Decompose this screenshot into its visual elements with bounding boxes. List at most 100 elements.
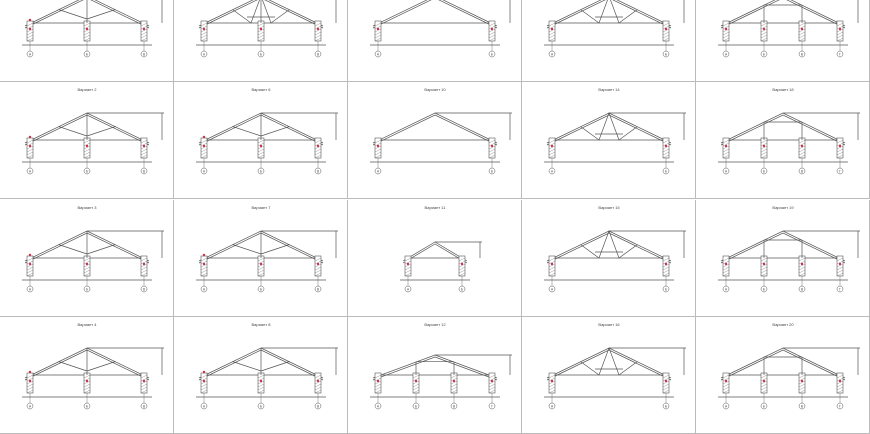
- post-support: [83, 372, 91, 394]
- hatch: [548, 154, 556, 159]
- hatch: [798, 389, 806, 394]
- joint-marker: [724, 262, 728, 266]
- joint-marker: [724, 144, 728, 148]
- hatch: [662, 142, 670, 147]
- hatch: [314, 37, 322, 42]
- hatch: [83, 37, 91, 42]
- axis-marker: [314, 167, 322, 175]
- axis-marker: [760, 285, 768, 293]
- hatch: [314, 383, 322, 388]
- hatch: [200, 37, 208, 42]
- hatch: [374, 145, 382, 150]
- hatch: [722, 142, 730, 147]
- hatch: [412, 389, 420, 394]
- rafter: [198, 0, 324, 27]
- post-support: [450, 372, 458, 394]
- joint-marker: [838, 27, 842, 31]
- hatch: [836, 154, 844, 159]
- hatch: [374, 148, 382, 153]
- wall: [140, 137, 148, 159]
- rafter: [720, 347, 846, 379]
- hatch: [760, 257, 768, 262]
- hatch: [26, 37, 34, 42]
- strut: [232, 244, 262, 255]
- hatch: [488, 380, 496, 385]
- rafter: [372, 0, 498, 27]
- hatch: [548, 151, 556, 156]
- hatch: [548, 377, 556, 382]
- hatch: [200, 154, 208, 159]
- axis-marker: [760, 50, 768, 58]
- wall: [26, 137, 34, 159]
- hatch: [760, 37, 768, 42]
- axis-label: А: [725, 288, 728, 292]
- hatch: [548, 145, 556, 150]
- joint-marker: [28, 18, 32, 22]
- wall: [548, 137, 556, 159]
- hatch: [26, 272, 34, 277]
- post-support: [760, 372, 768, 394]
- hatch: [488, 145, 496, 150]
- variant-title: Вариант 8: [251, 322, 271, 327]
- hatch: [374, 139, 382, 144]
- hatch: [26, 260, 34, 265]
- hatch: [26, 25, 34, 30]
- hatch: [548, 383, 556, 388]
- hatch: [200, 383, 208, 388]
- axis-label: А: [407, 288, 410, 292]
- hatch: [257, 148, 265, 153]
- hatch: [722, 374, 730, 379]
- hatch: [314, 34, 322, 39]
- rafter: [372, 0, 498, 29]
- axis-label: В: [143, 288, 146, 292]
- hatch: [548, 139, 556, 144]
- hatch: [83, 31, 91, 36]
- hatch: [83, 263, 91, 268]
- hatch: [760, 148, 768, 153]
- variant-title: Вариант 7: [251, 205, 271, 210]
- hatch: [450, 383, 458, 388]
- hatch: [374, 383, 382, 388]
- rafter: [546, 232, 672, 264]
- hatch: [374, 154, 382, 159]
- hatch: [548, 142, 556, 147]
- hatch: [412, 374, 420, 379]
- hatch: [404, 269, 412, 274]
- rafter: [198, 0, 324, 29]
- hatch: [314, 269, 322, 274]
- hatch: [26, 34, 34, 39]
- strut: [260, 244, 290, 255]
- hatch: [488, 25, 496, 30]
- variant-title: Вариант 15: [598, 205, 620, 210]
- hatch: [836, 28, 844, 33]
- axis-label: Б: [665, 53, 668, 57]
- hatch: [760, 139, 768, 144]
- post-support: [257, 372, 265, 394]
- axis-label: Б: [665, 288, 668, 292]
- hatch: [760, 380, 768, 385]
- hatch: [760, 34, 768, 39]
- axis-label: Г: [839, 170, 841, 174]
- hatch: [257, 377, 265, 382]
- hatch: [548, 386, 556, 391]
- wall: [722, 137, 730, 159]
- hatch: [798, 34, 806, 39]
- hatch: [200, 142, 208, 147]
- hatch: [404, 263, 412, 268]
- joint-marker: [460, 262, 464, 266]
- hatch: [314, 142, 322, 147]
- joint-marker: [838, 379, 842, 383]
- rafter: [720, 232, 846, 264]
- hatch: [798, 269, 806, 274]
- hatch: [836, 37, 844, 42]
- joint-marker: [550, 27, 554, 31]
- axis-label: В: [317, 288, 320, 292]
- axis-marker: [200, 50, 208, 58]
